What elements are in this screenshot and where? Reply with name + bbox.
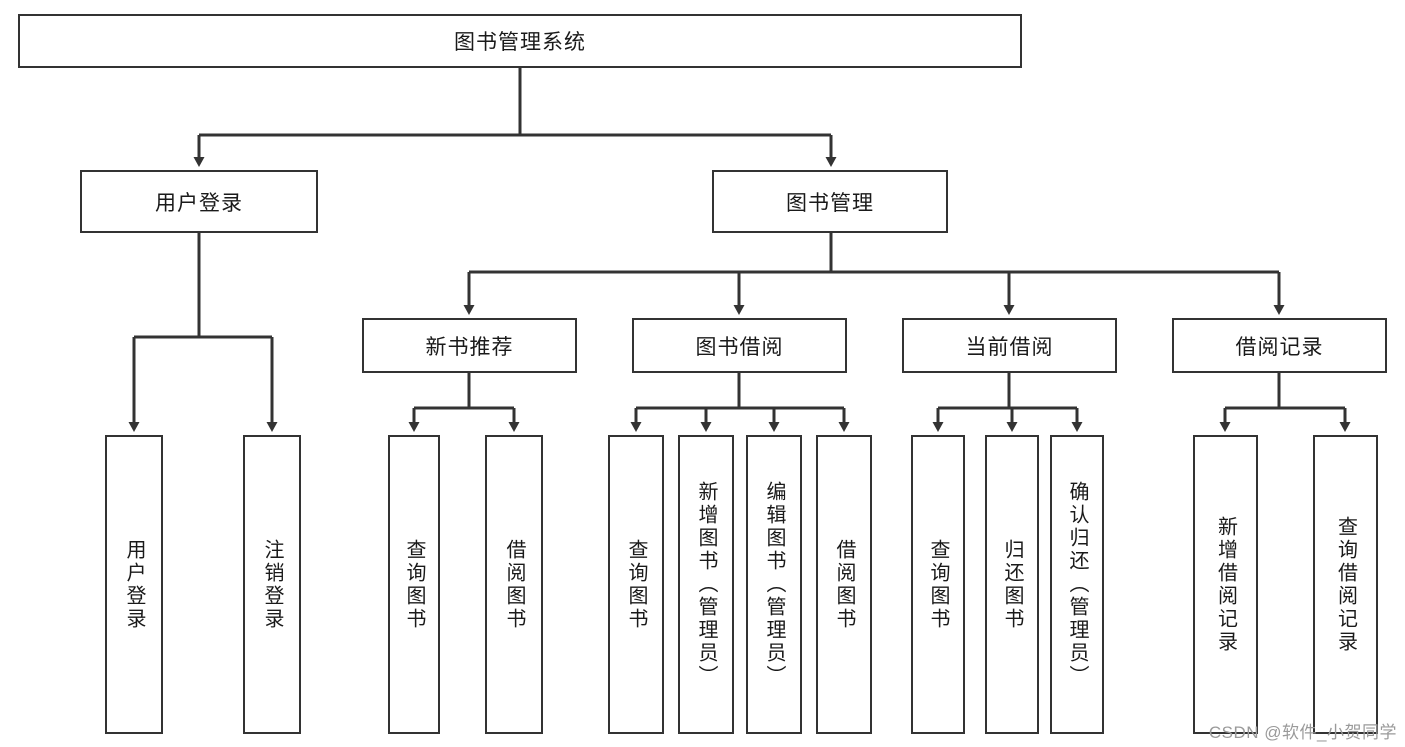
leaf-add-book-admin-label: 新增图书（管理员） — [695, 481, 717, 688]
leaf-query-borrow-record[interactable]: 查询借阅记录 — [1313, 435, 1378, 734]
leaf-logout[interactable]: 注销登录 — [243, 435, 301, 734]
node-current-borrow-label: 当前借阅 — [965, 335, 1054, 359]
leaf-borrow-book-nbr[interactable]: 借阅图书 — [485, 435, 543, 734]
node-root-label: 图书管理系统 — [454, 31, 586, 54]
node-book-borrow-label: 图书借阅 — [695, 335, 784, 359]
node-book-management[interactable]: 图书管理 — [712, 170, 948, 233]
leaf-query-book-nbr[interactable]: 查询图书 — [388, 435, 440, 734]
node-new-book-recommend[interactable]: 新书推荐 — [362, 318, 577, 373]
node-user-login-label: 用户登录 — [155, 191, 243, 215]
leaf-user-login[interactable]: 用户登录 — [105, 435, 163, 734]
leaf-add-borrow-record-label: 新增借阅记录 — [1214, 515, 1237, 654]
leaf-add-book-admin[interactable]: 新增图书（管理员） — [678, 435, 734, 734]
leaf-query-book-cb-label: 查询图书 — [927, 538, 949, 631]
node-current-borrow[interactable]: 当前借阅 — [902, 318, 1117, 373]
leaf-query-book-bb-label: 查询图书 — [625, 538, 647, 631]
node-root[interactable]: 图书管理系统 — [18, 14, 1022, 68]
leaf-return-book-label: 归还图书 — [1001, 538, 1023, 631]
node-borrow-record[interactable]: 借阅记录 — [1172, 318, 1387, 373]
leaf-confirm-return-admin-label: 确认归还（管理员） — [1066, 481, 1088, 688]
leaf-confirm-return-admin[interactable]: 确认归还（管理员） — [1050, 435, 1104, 734]
leaf-add-borrow-record[interactable]: 新增借阅记录 — [1193, 435, 1258, 734]
node-book-management-label: 图书管理 — [786, 191, 874, 215]
node-new-book-recommend-label: 新书推荐 — [425, 335, 514, 359]
node-user-login[interactable]: 用户登录 — [80, 170, 318, 233]
leaf-edit-book-admin-label: 编辑图书（管理员） — [763, 481, 785, 688]
leaf-query-book-cb[interactable]: 查询图书 — [911, 435, 965, 734]
leaf-query-book-bb[interactable]: 查询图书 — [608, 435, 664, 734]
leaf-borrow-book-nbr-label: 借阅图书 — [503, 538, 525, 631]
csdn-watermark: CSDN @软件_小贺同学 — [1208, 723, 1397, 742]
leaf-return-book[interactable]: 归还图书 — [985, 435, 1039, 734]
node-book-borrow[interactable]: 图书借阅 — [632, 318, 847, 373]
leaf-user-login-label: 用户登录 — [123, 538, 145, 631]
leaf-query-borrow-record-label: 查询借阅记录 — [1334, 515, 1357, 654]
leaf-borrow-book-bb-label: 借阅图书 — [833, 538, 855, 631]
node-borrow-record-label: 借阅记录 — [1235, 335, 1324, 359]
leaf-logout-label: 注销登录 — [261, 538, 283, 631]
leaf-edit-book-admin[interactable]: 编辑图书（管理员） — [746, 435, 802, 734]
leaf-borrow-book-bb[interactable]: 借阅图书 — [816, 435, 872, 734]
leaf-query-book-nbr-label: 查询图书 — [403, 538, 425, 631]
